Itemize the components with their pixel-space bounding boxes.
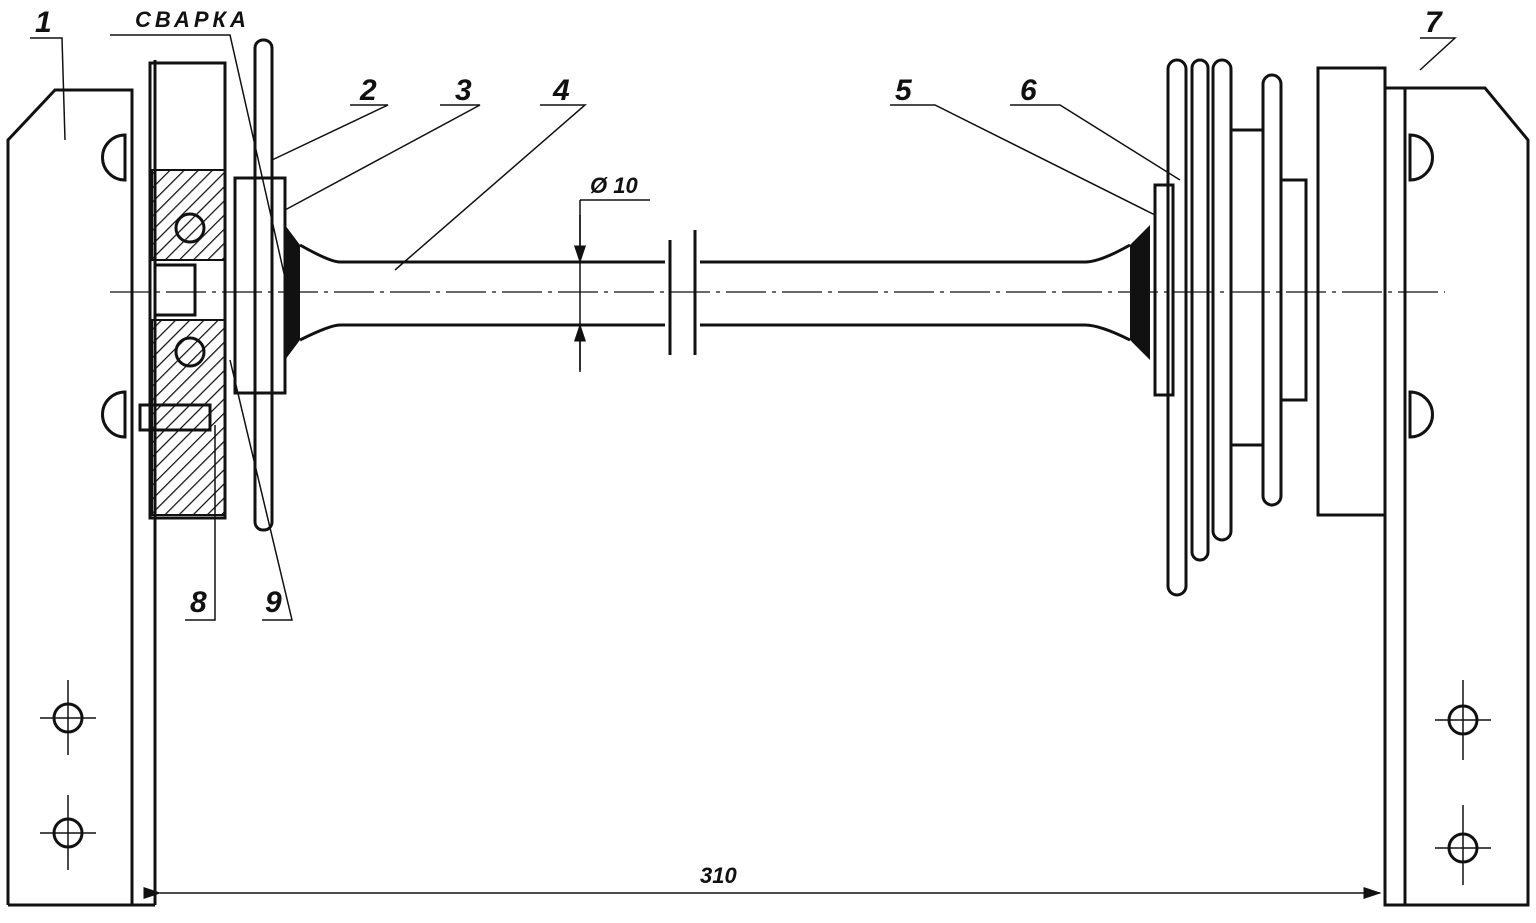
callout-5: 5	[895, 74, 913, 107]
callout-9: 9	[265, 586, 282, 619]
shaft	[299, 230, 1131, 355]
weld-label: СВАРКА	[135, 7, 250, 32]
leader-lines	[30, 34, 1457, 621]
callout-3: 3	[455, 74, 472, 107]
callout-8: 8	[190, 586, 207, 619]
left-disc	[233, 38, 300, 532]
callout-7: 7	[1425, 6, 1443, 39]
right-bracket	[1316, 66, 1530, 907]
length-label: 310	[700, 863, 737, 888]
diameter-label: Ø 10	[590, 173, 638, 198]
callout-1: 1	[35, 6, 52, 39]
callout-2: 2	[359, 74, 377, 107]
mounting-holes	[40, 680, 1491, 885]
screw-heads	[101, 133, 1434, 439]
length-dimension: 310	[143, 863, 1382, 899]
diameter-dimension: Ø 10	[574, 173, 650, 372]
left-bracket	[6, 60, 227, 907]
callout-4: 4	[552, 74, 570, 107]
callout-6: 6	[1020, 74, 1037, 107]
right-pulleys	[1130, 58, 1308, 597]
